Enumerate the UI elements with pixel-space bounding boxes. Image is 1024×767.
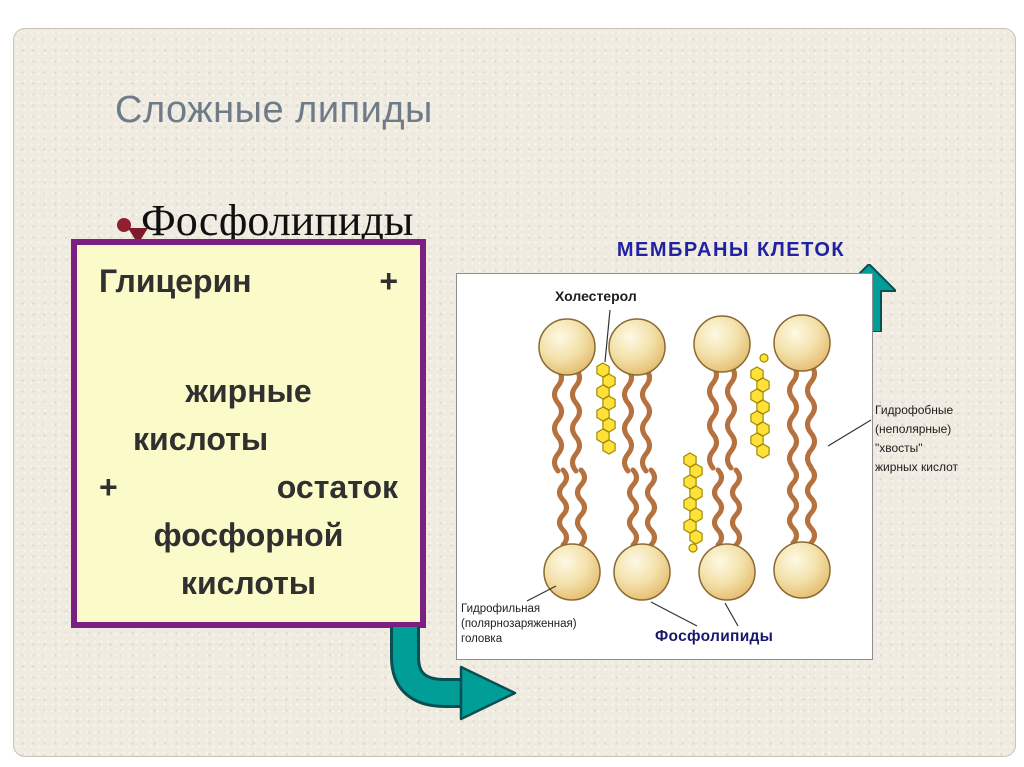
- bullet-item: Фосфолипиды: [117, 196, 414, 245]
- formula-spacer: [99, 305, 398, 367]
- hydrophilic-line-1: Гидрофильная: [461, 603, 541, 615]
- formula-residue: остаток: [276, 469, 398, 505]
- formula-fatty-1: жирные: [185, 373, 312, 409]
- cholesterol-hexagon-chains: [596, 353, 770, 553]
- formula-phosphoric-1: фосфорной: [153, 517, 344, 553]
- hydrophobic-line-3: "хвосты": [875, 441, 923, 455]
- formula-plus-mid: +: [99, 469, 118, 505]
- formula-row-4: + остаток: [99, 463, 398, 511]
- hydrophilic-head-label: Гидрофильная (полярнозаряженная) головка: [461, 602, 631, 647]
- pointer-lines: [526, 309, 872, 627]
- phospholipids-label: Фосфолипиды: [655, 628, 774, 645]
- membrane-diagram-title: МЕМБРАНЫ КЛЕТОК: [616, 239, 846, 261]
- membrane-diagram-panel: Холестерол Гидрофильная (полярнозаряженн…: [456, 273, 873, 660]
- hydrophilic-line-3: головка: [461, 633, 503, 645]
- fatty-acid-tails: [555, 365, 815, 545]
- slide-background: Сложные липиды Фосфолипиды Глицерин + жи…: [13, 28, 1016, 757]
- slide-title: Сложные липиды: [115, 89, 433, 131]
- hydrophobic-tails-label: Гидрофобные (неполярные) "хвосты" жирных…: [875, 401, 993, 477]
- formula-plus-top: +: [379, 263, 398, 299]
- curved-arrow-icon: [390, 627, 517, 721]
- bullet-marker: [117, 218, 131, 233]
- formula-fatty-2: кислоты: [133, 421, 269, 457]
- hydrophobic-line-2: (неполярные): [875, 422, 952, 436]
- hydrophilic-line-2: (полярнозаряженная): [461, 618, 577, 630]
- cholesterol-label: Холестерол: [555, 288, 637, 304]
- membrane-diagram-graphic: [526, 309, 872, 627]
- phospholipid-heads: [538, 314, 831, 601]
- formula-phosphoric-2: кислоты: [180, 565, 317, 601]
- formula-row-1: Глицерин +: [99, 257, 398, 305]
- bullet-text: Фосфолипиды: [141, 196, 414, 245]
- formula-glycerin: Глицерин: [99, 263, 252, 299]
- hydrophobic-line-1: Гидрофобные: [875, 403, 954, 417]
- formula-box: Глицерин + жирные кислоты + остаток фосф…: [71, 239, 426, 628]
- hydrophobic-line-4: жирных кислот: [875, 460, 958, 474]
